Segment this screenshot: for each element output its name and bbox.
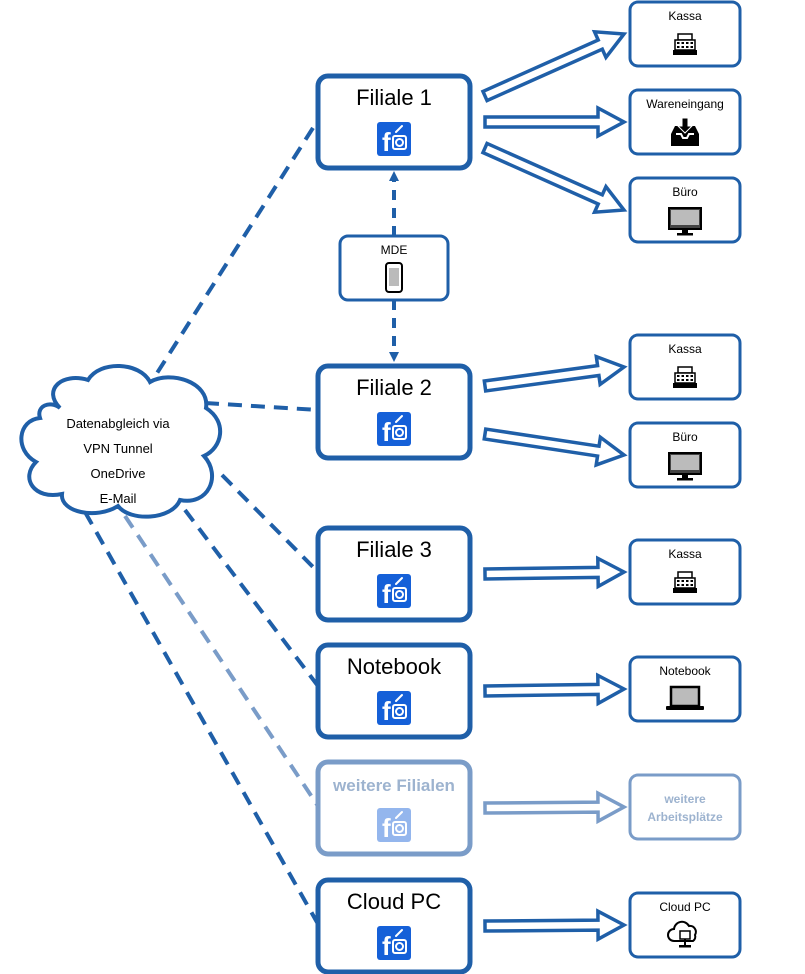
workstation-node: Kassa xyxy=(628,538,742,606)
mobile-device-icon xyxy=(385,262,403,293)
workstation-label: Cloud PC xyxy=(659,900,711,914)
output-arrow xyxy=(480,141,628,215)
mde-label: MDE xyxy=(381,243,408,257)
workstation-label: Büro xyxy=(672,430,698,444)
workstation-label: Arbeitsplätze xyxy=(647,810,723,824)
workstation-label: Kassa xyxy=(668,342,702,356)
workstation-node: Wareneingang xyxy=(628,88,742,156)
workstation-node: Büro xyxy=(628,421,742,489)
workstation-label: Büro xyxy=(672,185,698,199)
sync-connector-line xyxy=(143,118,320,394)
output-arrows xyxy=(480,29,628,943)
sync-connector-line xyxy=(83,511,320,925)
workstation-node: Kassa xyxy=(628,333,742,401)
cloud-text-line: VPN Tunnel xyxy=(83,441,152,456)
output-arrow xyxy=(483,105,628,139)
sync-connector-line xyxy=(123,514,320,808)
fo-app-icon: f xyxy=(377,574,411,609)
output-arrow xyxy=(483,908,628,943)
branch-label: Filiale 3 xyxy=(356,537,432,562)
svg-text:f: f xyxy=(382,417,391,447)
fo-app-icon: f xyxy=(377,926,411,961)
output-arrow xyxy=(483,555,628,590)
workstation-label: Kassa xyxy=(668,9,702,23)
workstation-node: Kassa xyxy=(628,0,742,68)
cloud-text-line: OneDrive xyxy=(91,466,146,481)
workstation-label: weitere xyxy=(663,792,706,806)
branch-node: Filiale 1 f xyxy=(315,73,473,171)
branch-label: weitere Filialen xyxy=(332,776,455,795)
output-arrow xyxy=(480,29,628,103)
output-arrow xyxy=(483,672,628,707)
output-arrow xyxy=(483,790,628,825)
branch-node: weitere Filialen f xyxy=(315,759,473,857)
cash-register-icon xyxy=(673,366,697,388)
sync-connector-line xyxy=(220,473,320,574)
sync-connector-line xyxy=(204,401,319,412)
fo-app-icon: f xyxy=(377,412,411,447)
branch-node: Cloud PC f xyxy=(315,877,473,974)
output-arrow xyxy=(482,353,628,393)
fo-app-icon: f xyxy=(377,691,411,726)
monitor-icon xyxy=(668,207,702,236)
branch-label: Filiale 2 xyxy=(356,375,432,400)
svg-text:f: f xyxy=(382,579,391,609)
cash-register-icon xyxy=(673,33,697,55)
sync-connectors xyxy=(83,118,399,925)
branch-label: Cloud PC xyxy=(347,889,441,914)
fo-app-icon: f xyxy=(377,122,411,157)
branch-label: Filiale 1 xyxy=(356,85,432,110)
branch-node: Notebook f xyxy=(315,642,473,740)
output-arrow xyxy=(482,427,628,468)
svg-text:f: f xyxy=(382,696,391,726)
cloud-text-line: Datenabgleich via xyxy=(66,416,170,431)
cloud-text-line: E-Mail xyxy=(100,491,137,506)
svg-text:f: f xyxy=(382,127,391,157)
branch-label: Notebook xyxy=(347,654,442,679)
workstation-label: Kassa xyxy=(668,547,702,561)
fo-app-icon: f xyxy=(377,808,411,843)
branch-node: Filiale 3 f xyxy=(315,525,473,623)
branch-node: Filiale 2 f xyxy=(315,363,473,461)
workstation-label: Notebook xyxy=(659,664,711,678)
cloud-pc-icon xyxy=(667,920,697,948)
svg-text:f: f xyxy=(382,813,391,843)
mde-node: MDE xyxy=(338,234,450,302)
monitor-icon xyxy=(668,452,702,481)
sync-connector-line xyxy=(183,508,320,688)
laptop-icon xyxy=(666,685,704,710)
workstation-node: Notebook xyxy=(628,655,742,723)
svg-text:f: f xyxy=(382,931,391,961)
workstation-label: Wareneingang xyxy=(646,97,724,111)
workstation-node: Büro xyxy=(628,176,742,244)
workstation-node: Cloud PC xyxy=(628,891,742,959)
cash-register-icon xyxy=(673,571,697,593)
inbox-tray-icon xyxy=(671,117,699,146)
